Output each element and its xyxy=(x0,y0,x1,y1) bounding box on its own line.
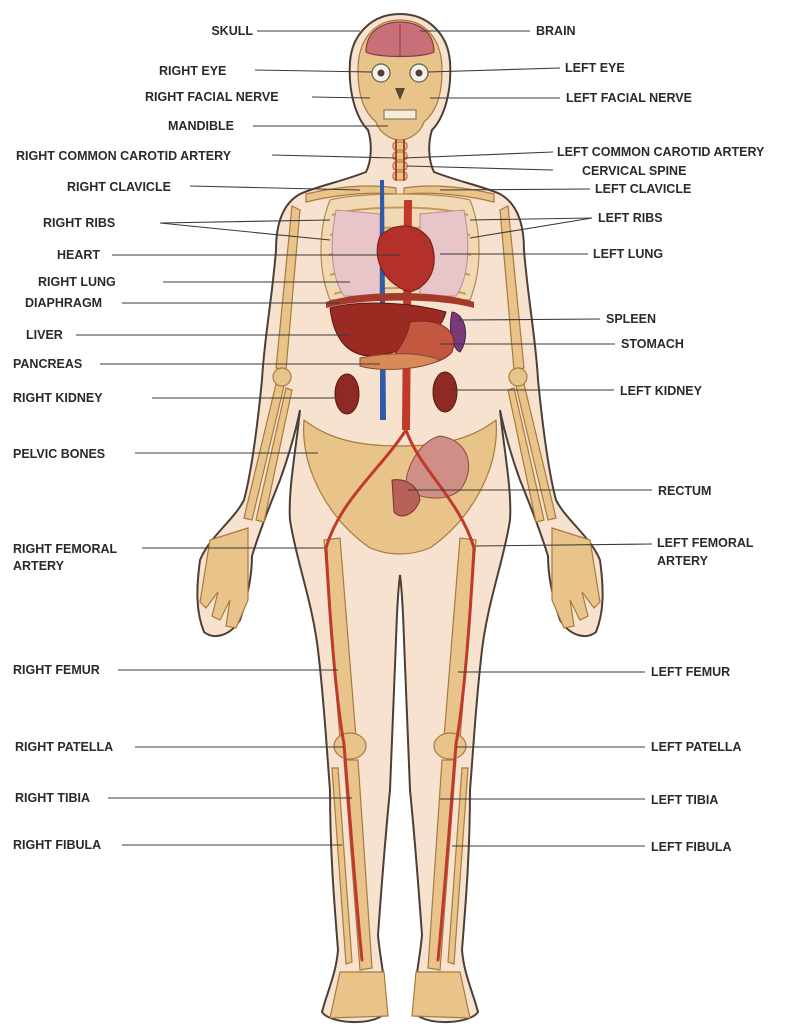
label-pelvic-bones: PELVIC BONES xyxy=(13,447,105,461)
label-right-femur: RIGHT FEMUR xyxy=(13,663,100,677)
left-kidney-shape xyxy=(433,372,457,412)
label-stomach: STOMACH xyxy=(621,337,684,351)
right-patella-shape xyxy=(334,733,366,759)
label-right-tibia: RIGHT TIBIA xyxy=(15,791,90,805)
label-cervical-spine: CERVICAL SPINE xyxy=(582,164,686,178)
label-diaphragm: DIAPHRAGM xyxy=(25,296,102,310)
label-mandible: MANDIBLE xyxy=(168,119,234,133)
label-left-femoral-artery-line1: LEFT FEMORAL xyxy=(657,536,754,550)
label-right-kidney: RIGHT KIDNEY xyxy=(13,391,103,405)
label-right-clavicle: RIGHT CLAVICLE xyxy=(67,180,171,194)
label-left-fibula: LEFT FIBULA xyxy=(651,840,732,854)
label-rectum: RECTUM xyxy=(658,484,711,498)
label-right-femoral-artery-line1: RIGHT FEMORAL xyxy=(13,542,118,556)
label-pancreas: PANCREAS xyxy=(13,357,82,371)
label-left-kidney: LEFT KIDNEY xyxy=(620,384,703,398)
label-left-facial-nerve: LEFT FACIAL NERVE xyxy=(566,91,692,105)
label-left-ribs: LEFT RIBS xyxy=(598,211,663,225)
label-left-lung: LEFT LUNG xyxy=(593,247,663,261)
label-right-common-carotid-artery: RIGHT COMMON CAROTID ARTERY xyxy=(16,149,232,163)
label-right-lung: RIGHT LUNG xyxy=(38,275,116,289)
label-left-tibia: LEFT TIBIA xyxy=(651,793,718,807)
label-brain: BRAIN xyxy=(536,24,576,38)
label-left-femur: LEFT FEMUR xyxy=(651,665,730,679)
label-right-eye: RIGHT EYE xyxy=(159,64,226,78)
label-right-ribs: RIGHT RIBS xyxy=(43,216,115,230)
label-left-femoral-artery-line2: ARTERY xyxy=(657,554,709,568)
label-right-fibula: RIGHT FIBULA xyxy=(13,838,101,852)
label-left-patella: LEFT PATELLA xyxy=(651,740,742,754)
label-heart: HEART xyxy=(57,248,100,262)
label-right-femoral-artery-line2: ARTERY xyxy=(13,559,65,573)
label-left-clavicle: LEFT CLAVICLE xyxy=(595,182,691,196)
label-right-facial-nerve: RIGHT FACIAL NERVE xyxy=(145,90,279,104)
right-lung-shape xyxy=(332,210,380,296)
left-patella-shape xyxy=(434,733,466,759)
label-left-common-carotid-artery: LEFT COMMON CAROTID ARTERY xyxy=(557,145,765,159)
label-skull: SKULL xyxy=(211,24,253,38)
right-kidney-shape xyxy=(335,374,359,414)
label-liver: LIVER xyxy=(26,328,63,342)
label-spleen: SPLEEN xyxy=(606,312,656,326)
label-right-patella: RIGHT PATELLA xyxy=(15,740,113,754)
label-left-eye: LEFT EYE xyxy=(565,61,625,75)
